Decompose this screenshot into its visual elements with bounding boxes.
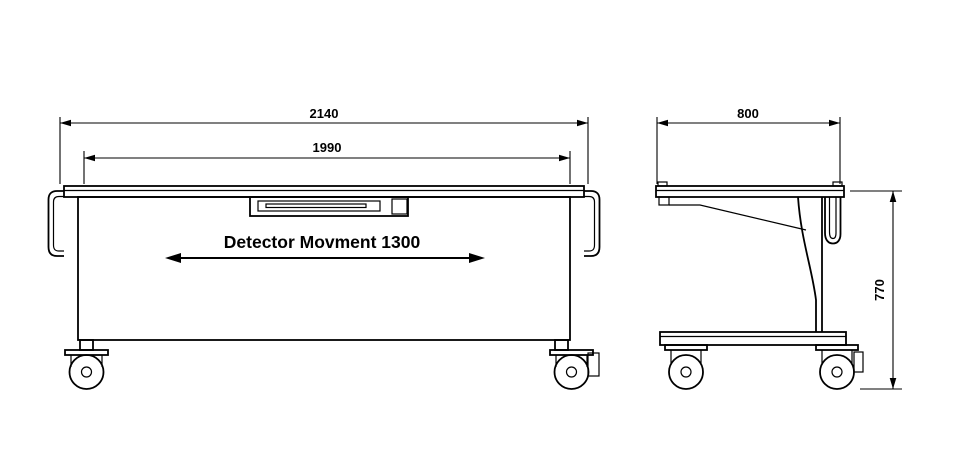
arrowhead-top bbox=[889, 191, 897, 202]
caster-plate bbox=[664, 344, 708, 351]
tabletop-slab bbox=[655, 185, 845, 198]
dim-inner-width-label: 1990 bbox=[313, 140, 342, 155]
detector-tray bbox=[658, 196, 807, 231]
arrowhead-right bbox=[577, 119, 588, 127]
side-handle bbox=[824, 197, 842, 245]
front-right-caster bbox=[549, 349, 600, 390]
handle-inner bbox=[584, 195, 596, 252]
detector-movement-arrow bbox=[165, 253, 485, 263]
dim-depth: 800 bbox=[656, 106, 841, 184]
support-column bbox=[797, 196, 823, 332]
tabletop bbox=[63, 185, 585, 198]
side-left-caster bbox=[664, 344, 708, 390]
front-left-caster bbox=[64, 349, 109, 390]
dim-inner-width: 1990 bbox=[83, 140, 571, 184]
drawer-slot bbox=[265, 203, 367, 209]
left-leg bbox=[79, 339, 94, 351]
handle-outer bbox=[824, 197, 842, 245]
detector-movement-label: Detector Movment 1300 bbox=[224, 232, 421, 252]
wheel bbox=[553, 354, 590, 390]
wheel bbox=[68, 354, 105, 390]
dim-height-label: 770 bbox=[872, 279, 887, 301]
handle-inner bbox=[828, 197, 837, 240]
right-handle bbox=[584, 190, 601, 257]
left-handle bbox=[47, 190, 64, 257]
arrowhead-right bbox=[559, 154, 570, 162]
wheel-hub bbox=[831, 366, 843, 378]
arrowhead-right bbox=[469, 253, 485, 263]
arrowhead-left bbox=[84, 154, 95, 162]
wheel-hub bbox=[80, 366, 93, 378]
wheel-hub bbox=[565, 366, 578, 378]
brake-pedal bbox=[853, 351, 864, 373]
dim-overall-width-label: 2140 bbox=[310, 106, 339, 121]
arrowhead-right bbox=[829, 119, 840, 127]
handle-outer bbox=[47, 190, 64, 257]
tabletop-slab bbox=[63, 185, 585, 198]
dim-overall-width: 2140 bbox=[59, 106, 589, 184]
arrowhead-bottom bbox=[889, 378, 897, 389]
base-frame bbox=[659, 331, 847, 346]
drawer bbox=[249, 196, 409, 217]
base-slab bbox=[659, 331, 847, 346]
column-left-edge bbox=[797, 196, 817, 332]
arrowhead-left bbox=[60, 119, 71, 127]
tray-bracket bbox=[658, 196, 670, 206]
handle-inner bbox=[52, 195, 64, 252]
handle-outer bbox=[584, 190, 601, 257]
caster-plate bbox=[815, 344, 859, 351]
tray-rail bbox=[669, 204, 807, 231]
dim-height: 770 bbox=[850, 190, 902, 390]
dim-depth-label: 800 bbox=[737, 106, 759, 121]
body-panel bbox=[77, 196, 571, 341]
wheel bbox=[819, 354, 855, 390]
front-view: 2140 1990 bbox=[47, 106, 601, 390]
arrowhead-left bbox=[165, 253, 181, 263]
side-tabletop bbox=[655, 181, 845, 198]
drawer-face bbox=[249, 196, 409, 217]
arrowhead-left bbox=[657, 119, 668, 127]
wheel-hub bbox=[680, 366, 692, 378]
wheel bbox=[668, 354, 704, 390]
right-leg bbox=[554, 339, 569, 351]
side-view: 800 bbox=[655, 106, 902, 390]
drawer-recess bbox=[257, 200, 381, 212]
brake-pedal bbox=[587, 352, 600, 377]
side-right-caster bbox=[815, 344, 864, 390]
drawer-latch bbox=[391, 198, 408, 215]
